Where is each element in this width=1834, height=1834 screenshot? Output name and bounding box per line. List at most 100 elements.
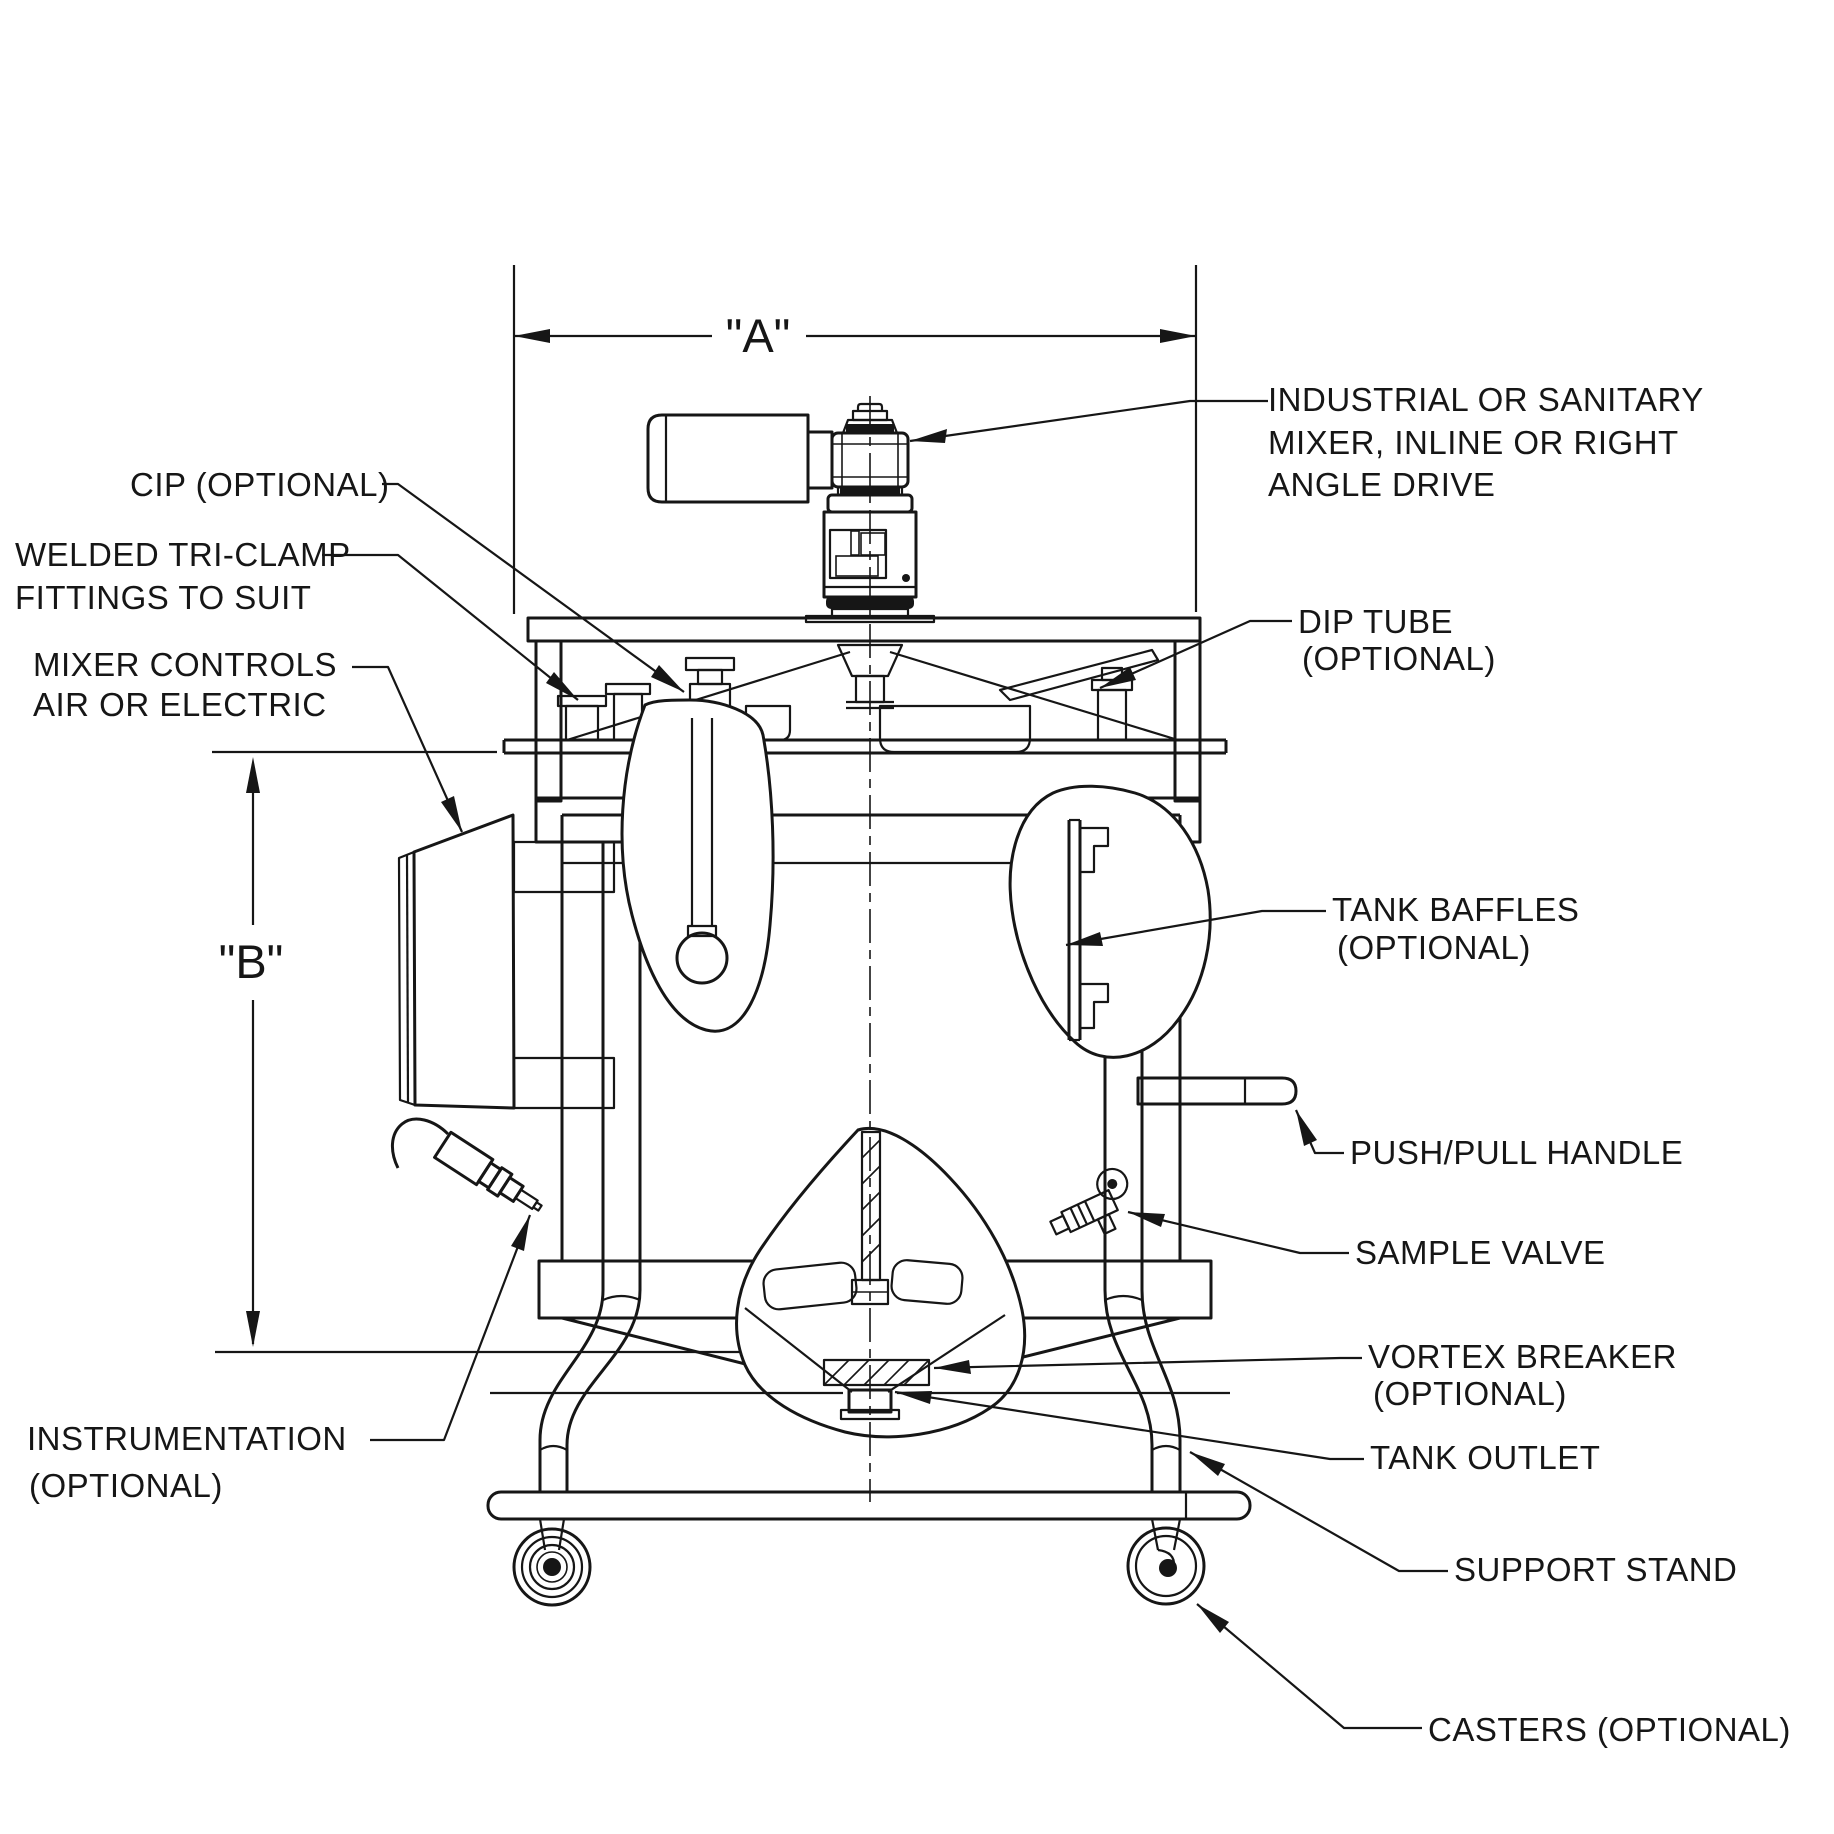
mixer-control-panel — [397, 813, 616, 1110]
leg-left-bend-mark-bottom — [539, 1444, 568, 1451]
baffle-clip-top — [1080, 826, 1110, 874]
arrowhead-instrumentation-icon — [511, 1215, 530, 1251]
leader-support-stand — [1189, 1451, 1448, 1573]
cip-tear-out — [620, 698, 775, 1033]
callout-labels: INDUSTRIAL OR SANITARY MIXER, INLINE OR … — [15, 381, 1791, 1748]
caster-left-wheel — [512, 1527, 592, 1607]
arrowhead-tri-clamp-icon — [546, 672, 578, 700]
caster-left-ring3 — [536, 1551, 568, 1583]
cone-inner-right — [887, 1314, 1006, 1393]
valve-knob-hole — [1107, 1178, 1118, 1189]
leader-dip-tube — [1099, 619, 1292, 690]
leg-right-bend-mark-bottom — [1151, 1444, 1181, 1451]
dim-b-label: "B" — [219, 935, 284, 988]
probe-tip-end — [532, 1201, 543, 1212]
dip-tube-fitting-body — [1096, 688, 1128, 742]
label-sample-valve: SAMPLE VALVE — [1355, 1234, 1606, 1271]
arrowhead-casters-icon — [1197, 1604, 1229, 1633]
drive-housing-dot — [902, 574, 910, 582]
label-tank-outlet: TANK OUTLET — [1370, 1439, 1600, 1476]
lid-nozzle-bowl-right — [878, 704, 1032, 754]
leader-instrumentation — [370, 1214, 532, 1442]
caster-right-hub — [1159, 1559, 1177, 1577]
mixer-motor-body — [646, 413, 810, 504]
dim-a-label: "A" — [726, 309, 791, 362]
caster-right-wheel — [1126, 1526, 1206, 1606]
caster-right-fork — [1150, 1518, 1182, 1551]
leg-left-inner — [565, 842, 642, 1492]
leg-left-bend-mark-top — [602, 1294, 641, 1302]
baffle-section-blob — [1008, 784, 1212, 1059]
arrowhead-dip-tube-icon — [1100, 667, 1136, 688]
arrowhead-tank-outlet-icon — [895, 1391, 932, 1404]
cip-fitting-neck — [696, 668, 724, 686]
mixer-motor-neck — [806, 430, 834, 490]
arrowhead-support-stand-icon — [1190, 1452, 1225, 1476]
leg-right-outer — [1140, 842, 1182, 1492]
label-tri-clamp-2: FITTINGS TO SUIT — [15, 579, 311, 616]
drive-flange-gasket — [840, 488, 900, 494]
lid-cone-right — [889, 650, 1179, 742]
base-bar — [486, 1490, 1252, 1521]
tri-clamp-fitting2-cap — [604, 682, 652, 696]
label-dip-tube-2: (OPTIONAL) — [1302, 640, 1496, 677]
vortex-breaker-hatch — [823, 1359, 930, 1386]
valve-spout — [1096, 1213, 1117, 1235]
shaft-seal-housing — [836, 643, 904, 678]
arrowhead-cip-icon — [651, 665, 684, 692]
control-panel-door-seam — [405, 854, 410, 1104]
caster-left-hub — [543, 1558, 561, 1576]
label-instrumentation-2: (OPTIONAL) — [29, 1467, 223, 1504]
valve-rib3 — [1083, 1200, 1096, 1222]
arrowhead-push-pull-icon — [1296, 1110, 1317, 1146]
leader-tank-outlet — [894, 1390, 1364, 1461]
cone-inner-left — [744, 1307, 853, 1393]
leader-tri-clamp — [322, 553, 579, 701]
label-vortex-breaker-2: (OPTIONAL) — [1373, 1375, 1567, 1412]
leader-sample-valve — [1127, 1210, 1349, 1255]
cip-tube-collar — [686, 924, 718, 938]
impeller-section-blob — [735, 1127, 1027, 1439]
leg-right-bend-mark-top — [1104, 1294, 1143, 1302]
drive-window-step — [835, 555, 879, 577]
arrowhead-tank-baffles-icon — [1066, 932, 1103, 946]
drive-window — [828, 528, 888, 580]
push-pull-handle — [1136, 1076, 1298, 1106]
frame-post-right — [1173, 639, 1202, 803]
valve-knob — [1096, 1167, 1129, 1201]
label-industrial-mixer-1: INDUSTRIAL OR SANITARY — [1268, 381, 1704, 418]
label-industrial-mixer-2: MIXER, INLINE OR RIGHT — [1268, 424, 1679, 461]
tank-lid — [502, 643, 1228, 755]
dim-b-arrow-down-icon — [246, 1311, 260, 1347]
leader-vortex-breaker — [933, 1356, 1362, 1370]
handle-bar — [1136, 1076, 1298, 1106]
arrowhead-sample-valve-icon — [1128, 1212, 1165, 1227]
baffle-tear-out — [1008, 784, 1212, 1059]
dimension-b: "B" — [212, 750, 755, 1354]
sample-valve — [1049, 1167, 1129, 1236]
label-industrial-mixer-3: ANGLE DRIVE — [1268, 466, 1495, 503]
leader-cip — [382, 482, 685, 693]
mixer-drive-assembly — [646, 402, 936, 624]
label-mixer-controls-1: MIXER CONTROLS — [33, 646, 337, 683]
label-tank-baffles-2: (OPTIONAL) — [1337, 929, 1531, 966]
leader-casters — [1196, 1603, 1422, 1730]
cip-fitting-cap — [684, 656, 736, 672]
lid-access-cover — [998, 648, 1160, 702]
label-tank-baffles-1: TANK BAFFLES — [1332, 891, 1579, 928]
control-panel-bracket-top — [512, 840, 616, 894]
caster-left-ring2 — [528, 1543, 576, 1591]
dim-a-arrow-left-icon — [514, 329, 550, 343]
label-casters: CASTERS (OPTIONAL) — [1428, 1711, 1791, 1748]
probe-body — [433, 1130, 495, 1187]
label-tri-clamp-1: WELDED TRI-CLAMP — [15, 536, 351, 573]
probe-cable — [391, 1117, 450, 1169]
label-instrumentation-1: INSTRUMENTATION — [27, 1420, 347, 1457]
valve-rib2 — [1076, 1204, 1088, 1225]
impeller-blade-left — [762, 1261, 858, 1311]
impeller-blade-right — [890, 1259, 964, 1305]
cip-spray-ball — [675, 931, 729, 985]
control-panel-bracket-bottom — [512, 1056, 616, 1110]
